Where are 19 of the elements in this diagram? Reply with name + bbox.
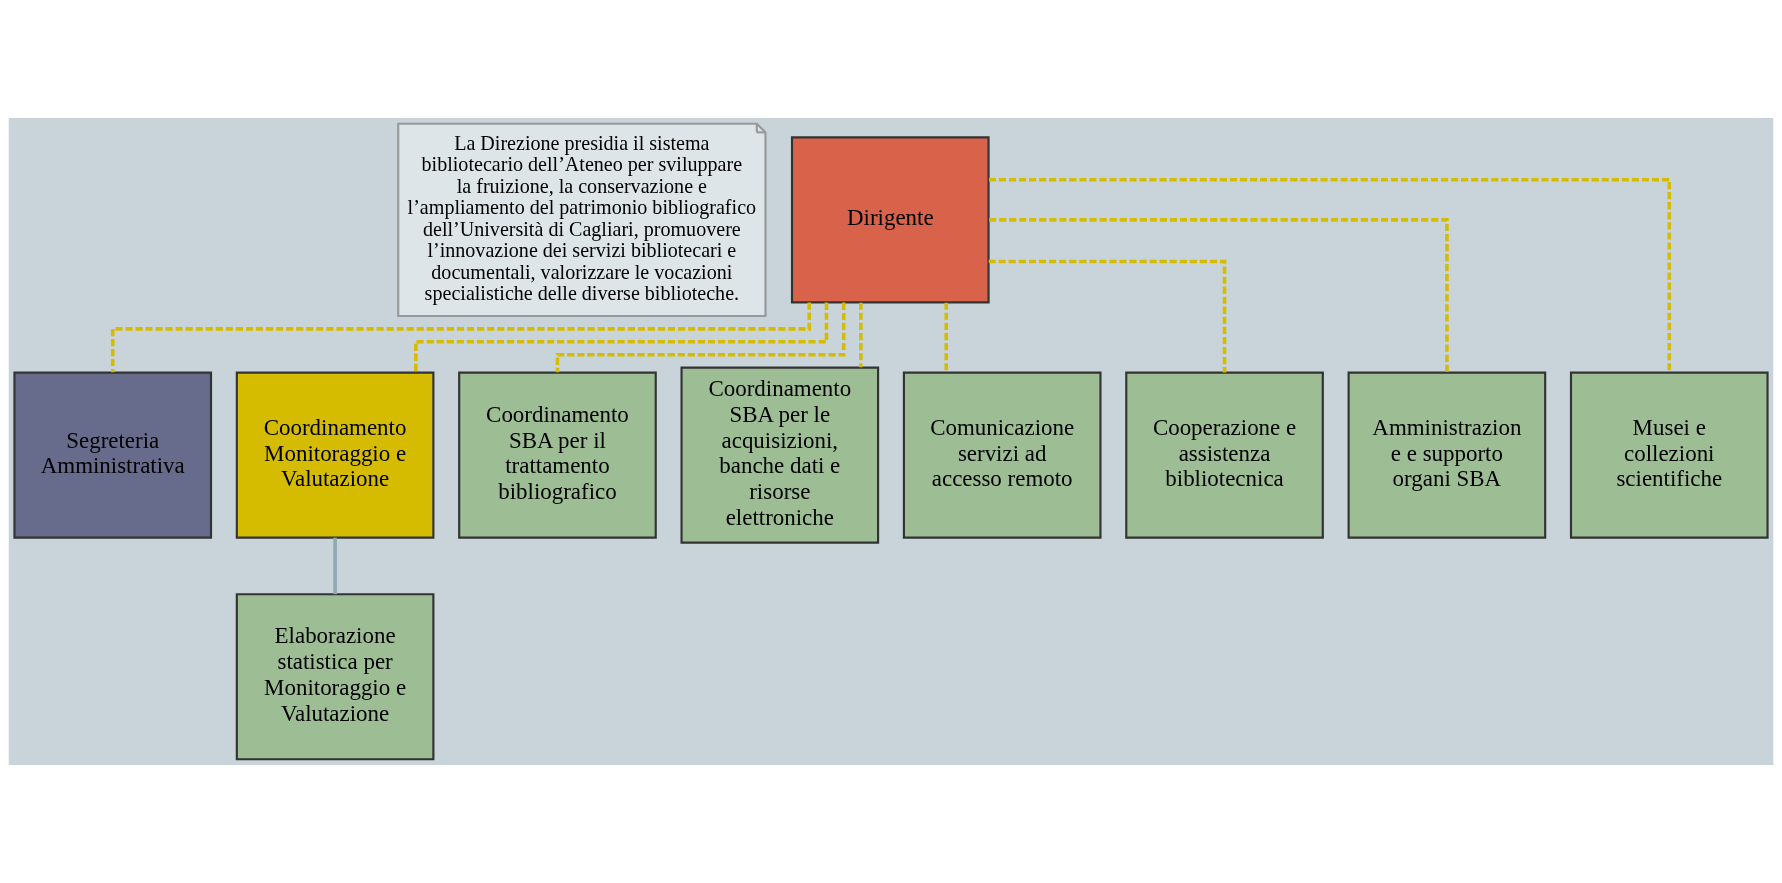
node-box: Elaborazione statistica per Monitoraggio e Valutazione xyxy=(235,593,435,761)
connector xyxy=(988,259,1227,373)
connector xyxy=(555,302,846,373)
connector xyxy=(944,302,949,373)
connector xyxy=(989,218,1449,373)
node-box: Comunicazione servizi ad accesso remoto xyxy=(902,371,1102,539)
node-box: Segreteria Amministrativa xyxy=(13,371,213,539)
connector xyxy=(988,177,1672,373)
node-box: Musei e collezioni scientifiche xyxy=(1569,371,1769,539)
node-box: Coordinamento Monitoraggio e Valutazione xyxy=(235,371,435,539)
connector xyxy=(859,302,863,368)
node-box: Dirigente xyxy=(790,136,990,304)
node-box: Coordinamento SBA per le acquisizioni, banche dati e risorse elettroniche xyxy=(680,366,880,544)
node-box: Amministrazione e supporto organi SBA xyxy=(1347,371,1547,539)
node-box: Coordinamento SBA per il trattamento bibliografico xyxy=(458,371,657,539)
connector xyxy=(414,302,829,373)
node-box: Cooperazione e assistenza bibliotecnica xyxy=(1125,371,1324,539)
connector xyxy=(110,302,812,373)
connector xyxy=(333,537,337,595)
